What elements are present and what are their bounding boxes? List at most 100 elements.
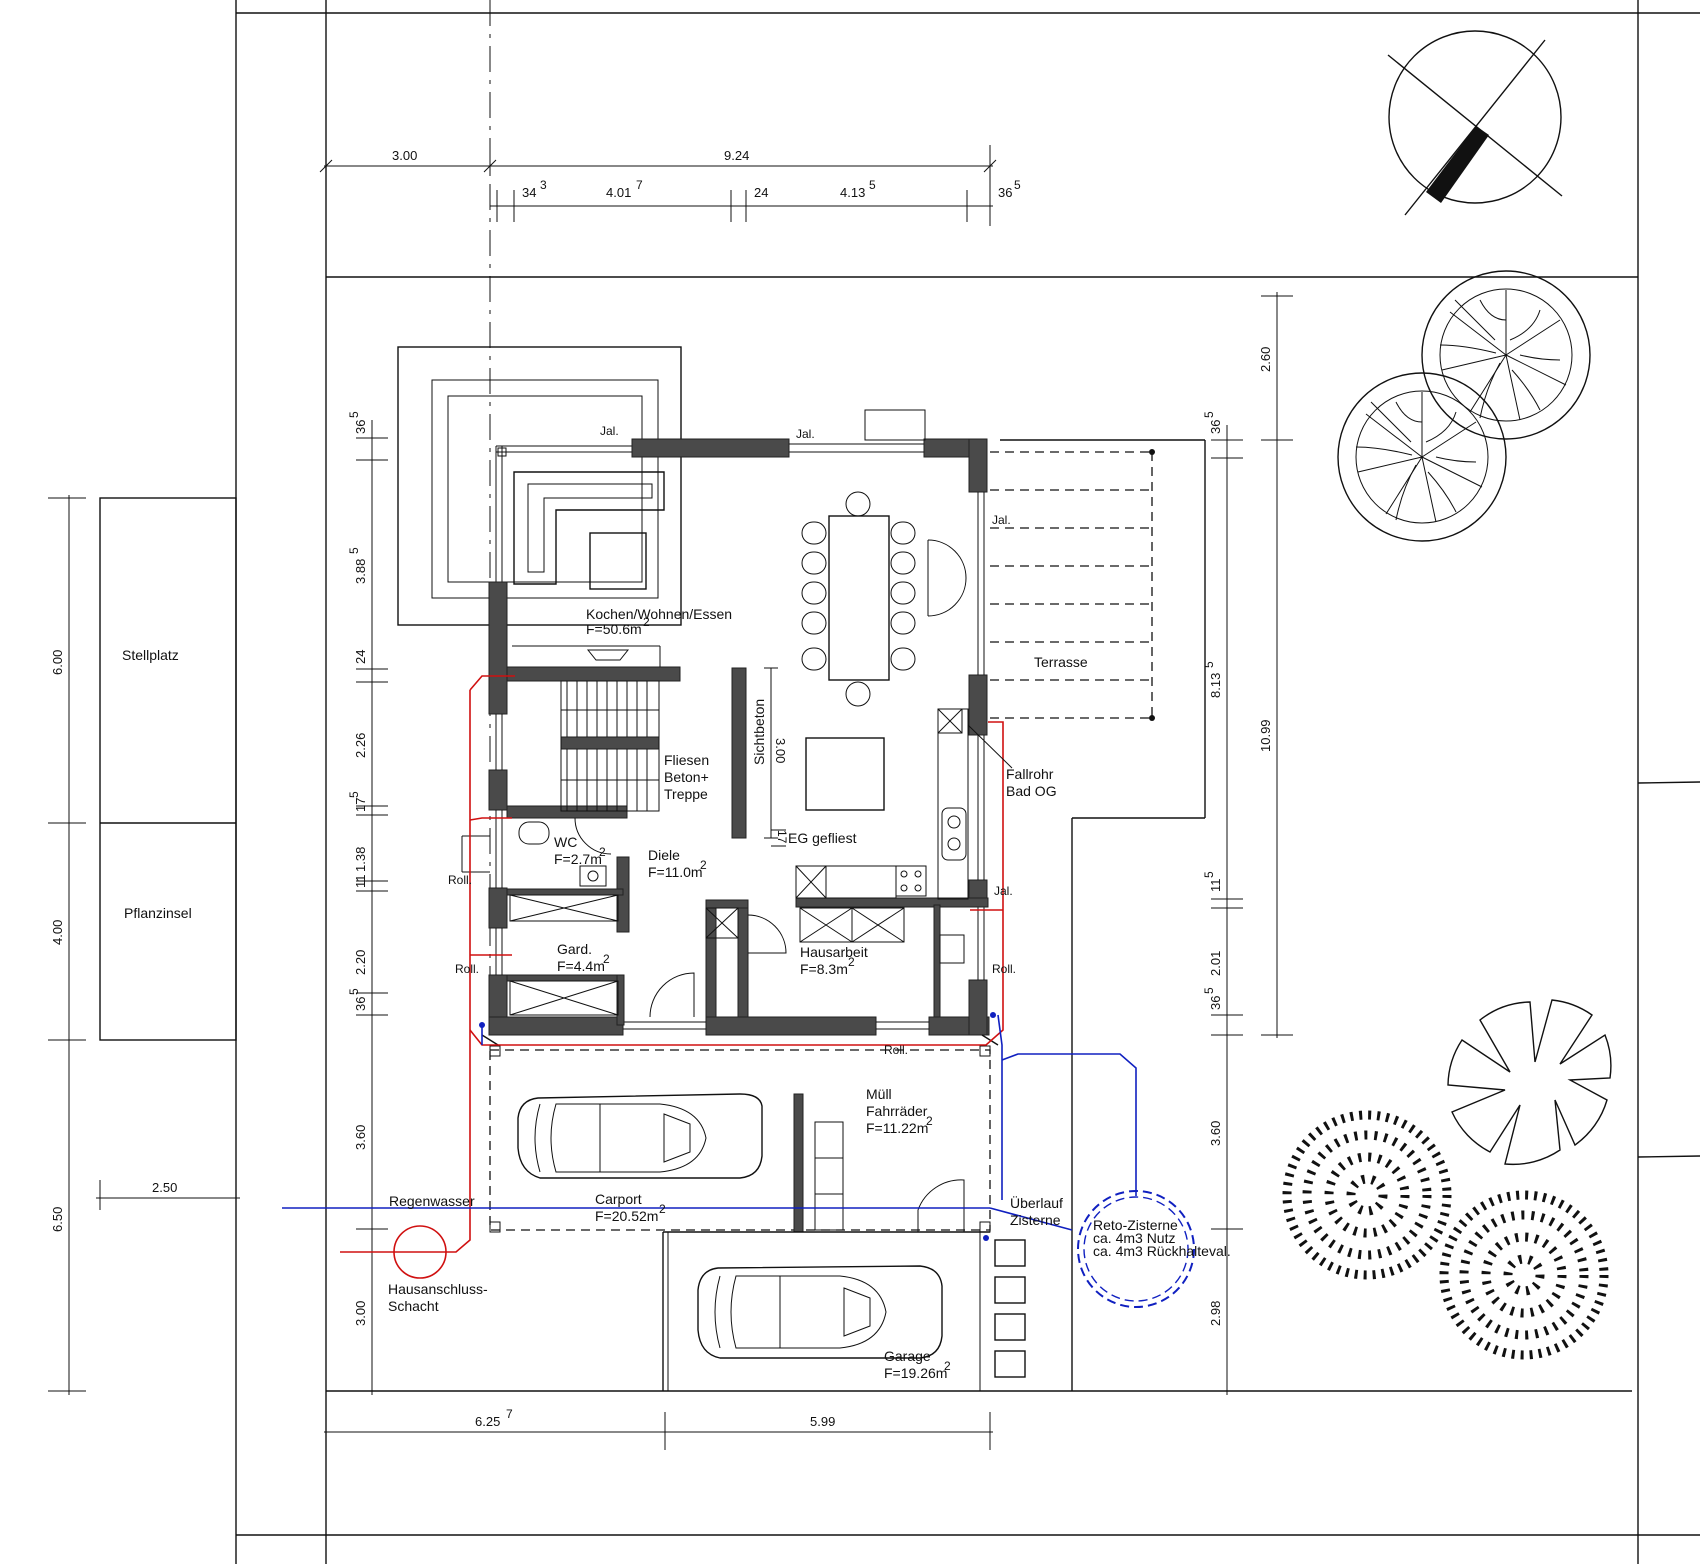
fliesen-label-3: Treppe <box>664 786 708 802</box>
dim-right-4: 10.99 <box>1258 719 1273 752</box>
garage-area: F=19.26m <box>884 1365 947 1381</box>
kochen-label: Kochen/Wohnen/Essen <box>586 606 732 622</box>
shrub-icon-2 <box>1439 1190 1609 1360</box>
dim-left-2-sup: 5 <box>347 547 361 554</box>
dim-top-d-sup: 5 <box>869 178 876 192</box>
room-labels: Jal. Jal. Jal. Kochen/Wohnen/Essen F=50.… <box>388 424 1231 1381</box>
dim-top-d: 4.13 <box>840 185 865 200</box>
garage-label: Garage <box>884 1348 931 1364</box>
dim-right-5-sup: 5 <box>1202 871 1216 878</box>
dim-right-9: 2.98 <box>1208 1301 1223 1326</box>
tree-icon-3 <box>1447 999 1612 1166</box>
dim-top-c: 24 <box>754 185 768 200</box>
roll-label-4: Roll. <box>884 1043 908 1057</box>
dim-top-a-sup: 3 <box>540 178 547 192</box>
dim-left-9: 3.60 <box>353 1125 368 1150</box>
car-icon-1 <box>517 1093 763 1179</box>
eg-gefliest-label: EG gefliest <box>788 830 857 846</box>
living-furniture <box>512 471 969 900</box>
tree-icon-2 <box>1337 372 1507 542</box>
dim-left-10: 3.00 <box>353 1301 368 1326</box>
dim-top-b: 4.01 <box>606 185 631 200</box>
dim-bottom-2: 5.99 <box>810 1414 835 1429</box>
dim-left-5: 17 <box>353 798 368 812</box>
dim-left-7: 2.20 <box>353 950 368 975</box>
shrub-icon-1 <box>1282 1110 1452 1280</box>
jal-label-3: Jal. <box>992 513 1011 527</box>
muell-area: F=11.22m <box>866 1120 928 1136</box>
kochen-area: F=50.6m <box>586 621 642 637</box>
ueberlauf-label-2: Zisterne <box>1010 1212 1061 1228</box>
plot-frame <box>235 0 1700 1564</box>
muell-label-1: Müll <box>866 1086 892 1102</box>
dim-left-3: 24 <box>353 650 368 664</box>
reto-label-1: Reto-Zisterne <box>1093 1217 1178 1233</box>
left-parking-area: Stellplatz Pflanzinsel <box>99 497 237 1041</box>
dim-top-e: 36 <box>998 185 1012 200</box>
dim-bottom-1-sup: 7 <box>506 1407 513 1421</box>
regenwasser-label: Regenwasser <box>389 1193 475 1209</box>
hausanschluss-label-1: Hausanschluss- <box>388 1281 488 1297</box>
dim-left-1: 36 <box>353 420 368 434</box>
dim-top-e-sup: 5 <box>1014 178 1021 192</box>
north-arrow-icon <box>1387 30 1563 216</box>
left-inner-dimensions: 36 5 3.88 5 24 2.26 17 5 1.38 11 2.20 36… <box>347 411 388 1395</box>
carport-label: Carport <box>595 1191 642 1207</box>
terrace-outline: Terrasse Jal. <box>990 439 1206 1391</box>
fallrohr-label-2: Bad OG <box>1006 783 1057 799</box>
pool-outline <box>397 346 682 626</box>
wc-area-sup: 2 <box>599 845 606 859</box>
bottom-dimensions: 6.25 7 5.99 <box>324 1407 993 1450</box>
gard-area-sup: 2 <box>603 952 610 966</box>
left-outer-dimensions: 6.00 4.00 6.50 2.50 <box>48 495 240 1395</box>
stair-small-dim: 17 <box>775 830 789 844</box>
hausarbeit-furniture <box>705 907 965 964</box>
muell-area-sup: 2 <box>926 1114 933 1128</box>
garage <box>662 1231 1026 1391</box>
wc-area: F=2.7m <box>554 851 602 867</box>
hausarbeit-area: F=8.3m <box>800 961 848 977</box>
gard-label: Gard. <box>557 941 592 957</box>
pflanzinsel-label: Pflanzinsel <box>124 905 192 921</box>
dim-right-3: 8.13 <box>1208 673 1223 698</box>
roll-label-3: Roll. <box>992 962 1016 976</box>
dim-left-outer-width: 2.50 <box>152 1180 177 1195</box>
wc-label: WC <box>554 834 577 850</box>
tree-icon-1 <box>1421 270 1591 440</box>
carport-area-sup: 2 <box>659 1202 666 1216</box>
dim-left-outer-2: 4.00 <box>50 920 65 945</box>
muell-label-2: Fahrräder <box>866 1103 928 1119</box>
kochen-area-sup: 2 <box>643 615 650 629</box>
dim-right-7-sup: 5 <box>1202 987 1216 994</box>
fliesen-label-2: Beton+ <box>664 769 709 785</box>
dim-left-outer-3: 6.50 <box>50 1207 65 1232</box>
rainwater-blue-line <box>282 1012 1195 1308</box>
dim-top-left: 3.00 <box>392 148 417 163</box>
dim-right-3-sup: 5 <box>1202 661 1216 668</box>
drainage-red-line <box>340 675 1004 1279</box>
dim-right-2: 36 <box>1208 420 1223 434</box>
roll-label-1: Roll. <box>448 873 472 887</box>
dim-top-total: 9.24 <box>724 148 749 163</box>
dim-left-2: 3.88 <box>353 559 368 584</box>
dim-right-5: 11 <box>1208 879 1223 893</box>
dim-right-8: 3.60 <box>1208 1121 1223 1146</box>
fallrohr-label-1: Fallrohr <box>1006 766 1054 782</box>
reto-label-3: ca. 4m3 Rückhalteval. <box>1093 1243 1231 1259</box>
gard-furniture <box>509 894 695 1018</box>
dim-left-1-sup: 5 <box>347 411 361 418</box>
dim-left-outer-1: 6.00 <box>50 650 65 675</box>
jal-label-4: Jal. <box>994 884 1013 898</box>
roll-label-2: Roll. <box>455 962 479 976</box>
dim-right-7: 36 <box>1208 996 1223 1010</box>
dim-left-5-sup: 5 <box>347 791 361 798</box>
dim-left-6: 1.38 <box>353 847 368 872</box>
sichtbeton-label: Sichtbeton <box>751 699 767 765</box>
right-dimensions: 2.60 10.99 36 5 8.13 5 11 5 2.01 36 5 3.… <box>1202 292 1293 1395</box>
dim-left-8-sup: 5 <box>347 988 361 995</box>
carport-area: F=20.52m <box>595 1208 658 1224</box>
house-walls <box>488 409 990 1036</box>
dim-right-1: 2.60 <box>1258 347 1273 372</box>
reto-label-2: ca. 4m3 Nutz <box>1093 1230 1175 1246</box>
